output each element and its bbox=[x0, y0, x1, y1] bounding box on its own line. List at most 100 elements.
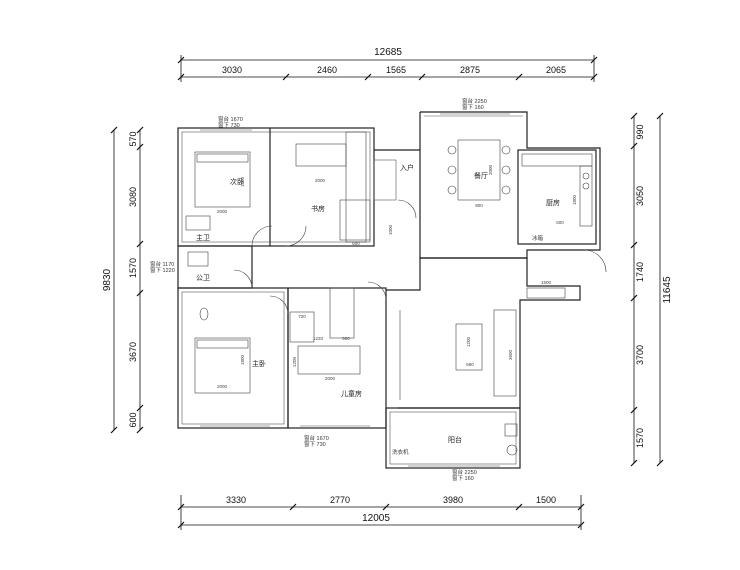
tick bbox=[630, 241, 638, 249]
pillow bbox=[196, 339, 249, 349]
bed1-length-text: 1800 bbox=[240, 176, 245, 187]
tick bbox=[418, 73, 426, 81]
left-seg-1: 570 bbox=[128, 131, 138, 146]
tick bbox=[136, 289, 144, 297]
right-seg-1: 990 bbox=[635, 124, 645, 139]
left-total-text: 9830 bbox=[102, 268, 113, 291]
cab-c-text: 1500 bbox=[541, 280, 552, 285]
wall-inner bbox=[181, 131, 371, 243]
door-swing bbox=[233, 269, 253, 289]
kitchen-dim-b: 600 bbox=[556, 220, 564, 225]
kitchen-counter bbox=[579, 165, 593, 227]
bottom-seg-2: 2770 bbox=[330, 495, 350, 505]
note-win-tl-1: 窗台 1670 bbox=[218, 115, 243, 123]
living-dim-b: 3600 bbox=[508, 349, 513, 360]
note-win-tr-1: 窗台 2250 bbox=[462, 97, 487, 105]
top-dimension-chain: 12685 3030 2460 1565 2875 2065 bbox=[177, 47, 598, 82]
tick bbox=[136, 404, 144, 412]
note-win-ml-2: 窗下 1220 bbox=[150, 266, 175, 274]
top-seg-3: 1565 bbox=[386, 65, 406, 75]
room-labels: 次卧 书房 餐厅 厨房 公卫 主卫 主卧 儿童房 阳台 入户 冰箱 洗衣机 bbox=[196, 163, 560, 456]
kitchen-dim-a: 1800 bbox=[572, 194, 577, 205]
stove-burner bbox=[582, 172, 590, 180]
right-total-text: 11645 bbox=[662, 276, 673, 304]
top-seg-5: 2065 bbox=[546, 65, 566, 75]
wall-inner bbox=[389, 411, 517, 465]
washer bbox=[506, 444, 518, 456]
coffee-table bbox=[455, 323, 483, 371]
wall-wc bbox=[177, 245, 253, 289]
sink bbox=[504, 423, 518, 437]
door-swing bbox=[367, 281, 387, 301]
bottom-total-text: 12005 bbox=[362, 513, 390, 524]
wall-living bbox=[386, 257, 581, 409]
chair bbox=[447, 185, 457, 195]
left-seg-3: 1570 bbox=[128, 258, 138, 278]
cab-a-text: 600 bbox=[352, 241, 360, 246]
room-label-study: 书房 bbox=[311, 204, 325, 213]
chair bbox=[447, 165, 457, 175]
wall-inner bbox=[181, 291, 285, 425]
note-win-br-1: 窗台 2250 bbox=[452, 468, 477, 476]
room-label-dining: 餐厅 bbox=[474, 171, 488, 180]
tick bbox=[177, 521, 185, 529]
note-win-tr-2: 窗下 160 bbox=[462, 103, 484, 111]
pillow bbox=[196, 153, 249, 163]
tick bbox=[577, 521, 585, 529]
bed bbox=[194, 337, 251, 394]
top-seg-4: 2875 bbox=[460, 65, 480, 75]
left-dimension-chain: 9830 570 3080 1570 3670 600 bbox=[102, 126, 144, 434]
window-notes: 窗台 1670 窗下 730 窗台 2250 窗下 160 窗台 1170 窗下… bbox=[150, 97, 487, 482]
note-win-tl-2: 窗下 730 bbox=[218, 121, 240, 129]
study-width-text: 2000 bbox=[315, 178, 326, 183]
kids-width-text: 1200 bbox=[292, 356, 297, 367]
chair bbox=[501, 185, 511, 195]
bed bbox=[194, 151, 251, 208]
room-label-bedroom: 次卧 bbox=[230, 177, 244, 186]
washbasin bbox=[187, 251, 209, 267]
tick bbox=[656, 112, 664, 120]
chair bbox=[501, 145, 511, 155]
tick bbox=[136, 240, 144, 248]
tick bbox=[630, 142, 638, 150]
tick bbox=[630, 459, 638, 467]
bed1-width-text: 2000 bbox=[217, 209, 228, 214]
right-dimension-chain: 990 3050 1740 3700 1570 11645 bbox=[630, 112, 673, 467]
kids-closet bbox=[329, 287, 355, 339]
room-label-balcony: 阳台 bbox=[448, 435, 462, 444]
wall-dining-kitchen bbox=[419, 111, 601, 259]
bottom-seg-4: 1500 bbox=[536, 495, 556, 505]
dining-length-text: 2000 bbox=[488, 164, 493, 175]
right-seg-2: 3050 bbox=[635, 186, 645, 206]
master-width-text: 2000 bbox=[217, 384, 228, 389]
master-length-text: 1800 bbox=[240, 354, 245, 365]
stove-burner bbox=[582, 182, 590, 190]
label-washer: 洗衣机 bbox=[392, 448, 409, 456]
study-shelf bbox=[345, 131, 367, 243]
label-fridge: 冰箱 bbox=[532, 234, 544, 242]
furniture: 2000 1800 2000 800 2000 1800 600 2000 18… bbox=[185, 131, 593, 456]
top-seg-1: 3030 bbox=[222, 65, 242, 75]
wardrobe-c-text: 500 bbox=[342, 336, 350, 341]
door-swing bbox=[285, 225, 307, 247]
tick bbox=[110, 126, 118, 134]
walls bbox=[177, 111, 601, 469]
tick bbox=[110, 426, 118, 434]
top-seg-2: 2460 bbox=[317, 65, 337, 75]
cab-b-text: 1000 bbox=[388, 224, 393, 235]
room-label-kids-room: 儿童房 bbox=[341, 389, 362, 398]
kids-length-text: 2000 bbox=[325, 376, 336, 381]
tick bbox=[630, 294, 638, 302]
cabinet bbox=[526, 287, 566, 299]
right-seg-4: 3700 bbox=[635, 345, 645, 365]
door-swing bbox=[269, 295, 289, 315]
study-desk bbox=[295, 143, 347, 167]
washbasin bbox=[185, 215, 211, 231]
label-entrance: 入户 bbox=[400, 163, 414, 172]
wall-entry-closet bbox=[373, 159, 397, 201]
tick bbox=[289, 503, 297, 511]
left-seg-2: 3080 bbox=[128, 187, 138, 207]
wall-upper-left-block bbox=[177, 127, 375, 247]
tick bbox=[515, 503, 523, 511]
